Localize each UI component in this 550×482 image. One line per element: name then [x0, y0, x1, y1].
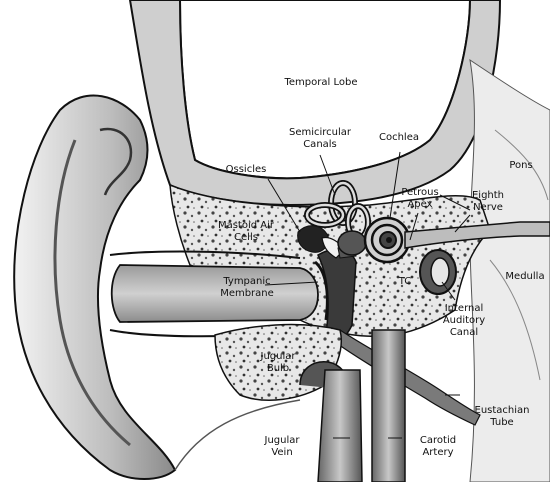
- label-internal-auditory-canal-line1: Internal: [444, 303, 484, 314]
- label-medulla: Medulla: [505, 271, 545, 282]
- cochlea: [363, 216, 411, 264]
- jugular-vein: [317, 369, 363, 482]
- label-jugular-vein: Jugular Vein: [252, 435, 312, 459]
- pinna: [13, 94, 177, 480]
- label-tympanic-membrane-line1: Tympanic: [223, 276, 271, 287]
- label-internal-auditory-canal-line3: Canal: [449, 327, 479, 338]
- label-jugular-bulb-line1: Jugular: [260, 351, 296, 362]
- label-temporal-lobe: Temporal Lobe: [284, 77, 358, 88]
- label-petrous-apex: Petrous Apex: [395, 187, 445, 211]
- brainstem: [469, 58, 550, 482]
- label-cochlea: Cochlea: [379, 132, 419, 143]
- label-tympanic-membrane-line2: Membrane: [220, 288, 274, 299]
- eighth-nerve: [404, 221, 550, 249]
- label-carotid-artery-line2: Artery: [422, 447, 454, 458]
- ear-canal: [110, 264, 319, 323]
- label-tc: TC: [398, 276, 412, 287]
- vestibule: [337, 230, 367, 256]
- label-eighth-nerve: Eighth Nerve: [466, 190, 510, 214]
- label-internal-auditory-canal-line2: Auditory: [442, 315, 486, 326]
- label-mastoid-air-cells: Mastoid Air Cells: [206, 220, 286, 244]
- label-jugular-bulb: Jugular Bulb: [250, 351, 306, 375]
- label-jugular-bulb-line2: Bulb: [266, 363, 290, 374]
- label-petrous-apex-line1: Petrous: [401, 187, 439, 198]
- label-mastoid-air-cells-line1: Mastoid Air: [217, 220, 275, 231]
- label-petrous-apex-line2: Apex: [407, 199, 433, 210]
- label-carotid-artery: Carotid Artery: [408, 435, 468, 459]
- label-mastoid-air-cells-line2: Cells: [234, 232, 258, 243]
- label-semicircular-canals-line1: Semicircular: [288, 127, 352, 138]
- label-tympanic-membrane: Tympanic Membrane: [214, 276, 280, 300]
- label-pons: Pons: [509, 160, 533, 171]
- label-ossicles: Ossicles: [225, 164, 267, 175]
- label-eighth-nerve-line2: Nerve: [473, 202, 503, 213]
- label-semicircular-canals-line2: Canals: [303, 139, 337, 150]
- label-eustachian-tube-line2: Tube: [490, 417, 514, 428]
- label-jugular-vein-line2: Vein: [271, 447, 293, 458]
- label-eustachian-tube-line1: Eustachian: [474, 405, 530, 416]
- label-carotid-artery-line1: Carotid: [419, 435, 457, 446]
- label-eustachian-tube: Eustachian Tube: [464, 405, 540, 429]
- label-internal-auditory-canal: Internal Auditory Canal: [434, 303, 494, 339]
- label-jugular-vein-line1: Jugular: [264, 435, 300, 446]
- label-leader-lines: [264, 151, 471, 439]
- carotid-artery: [371, 329, 406, 482]
- internal-carotid-channel: [419, 249, 457, 295]
- label-eighth-nerve-line1: Eighth: [471, 190, 505, 201]
- label-semicircular-canals: Semicircular Canals: [280, 127, 360, 151]
